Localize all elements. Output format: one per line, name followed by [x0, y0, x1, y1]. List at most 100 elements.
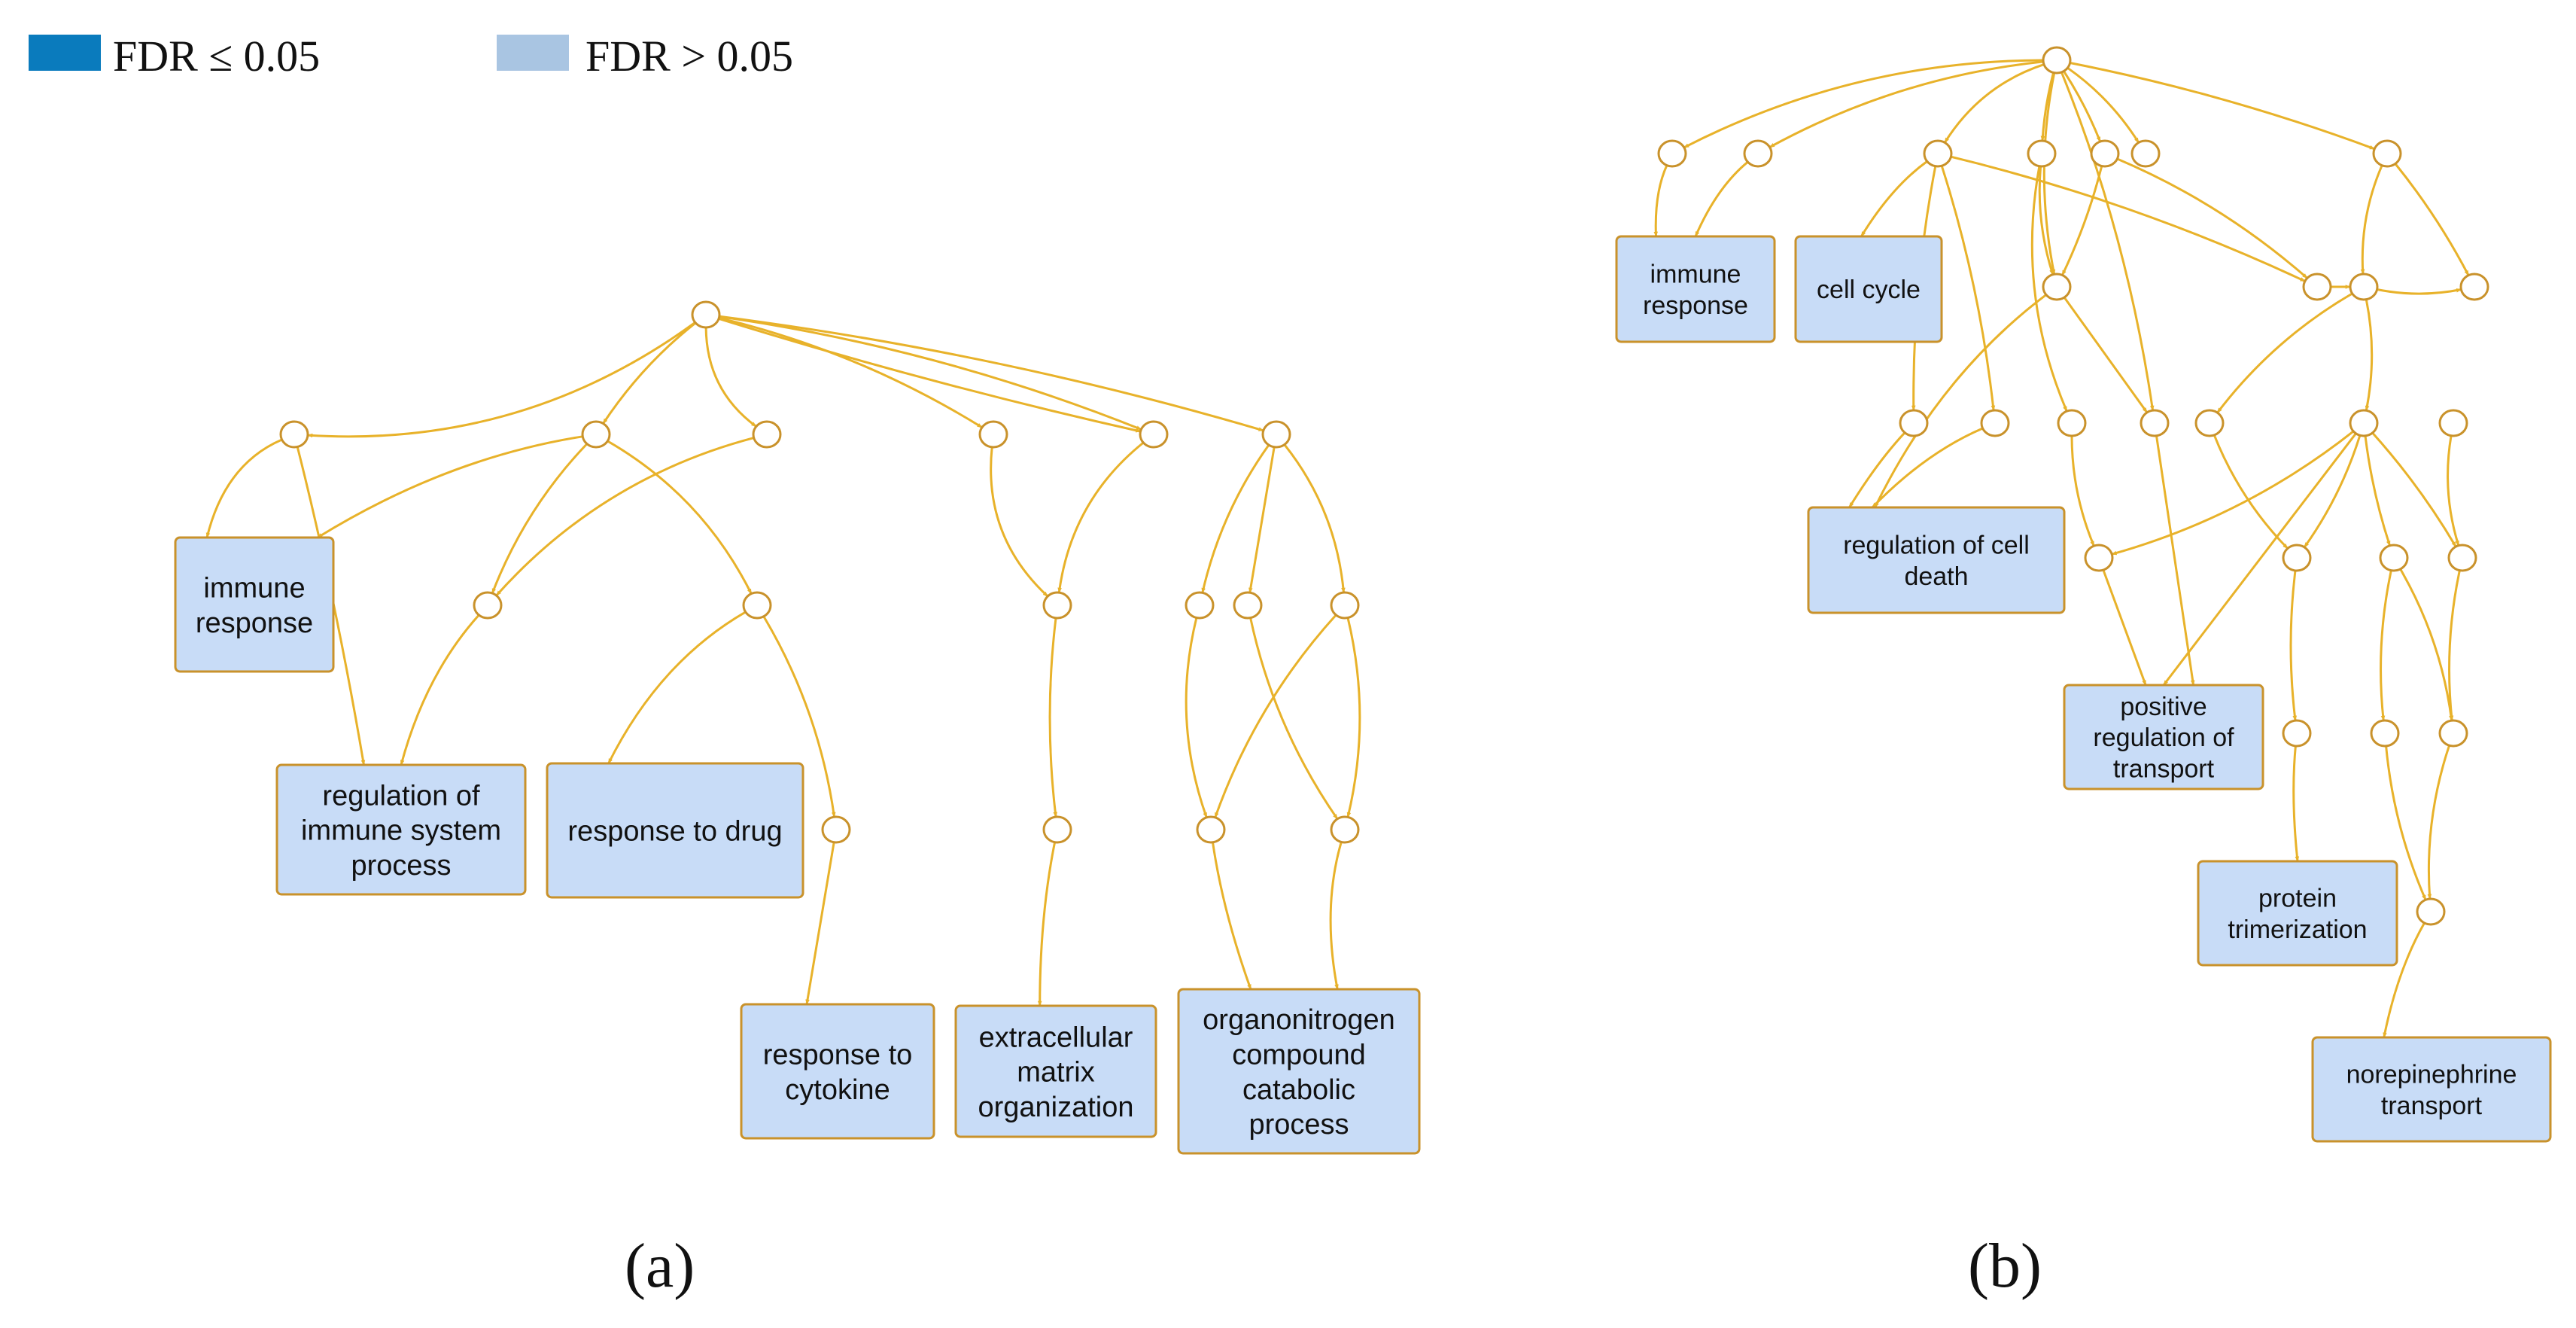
graph-node	[1330, 591, 1360, 620]
graph-node	[2438, 409, 2468, 437]
edge-B0-B6	[2067, 66, 2140, 144]
graph-node	[1923, 139, 1953, 168]
graph-node	[2438, 719, 2468, 748]
edge-B17-B20	[2303, 434, 2362, 548]
graph-node	[2447, 544, 2477, 572]
edge-B17-B22	[2371, 431, 2457, 547]
edge-A2-A8	[607, 440, 753, 595]
edge-B24-B26	[2385, 745, 2427, 900]
edge-B10-B16	[2216, 292, 2353, 414]
edge-B4-B8	[2038, 166, 2054, 276]
term-label-line: death	[1904, 562, 1968, 591]
graph-node	[1743, 139, 1773, 168]
term-label-line: cell cycle	[1817, 276, 1921, 304]
graph-node	[2459, 273, 2489, 301]
edge-B3-B13	[1940, 165, 1996, 411]
edge-B20-B23	[2289, 570, 2298, 721]
edge-B18-B22	[2447, 435, 2460, 547]
term-label-line: transport	[2381, 1092, 2483, 1120]
edge-B5-B9	[2116, 157, 2308, 279]
graph-node	[1185, 591, 1215, 620]
term-label-line: response	[196, 608, 313, 639]
edge-B13-b_regulation_cell_death	[1871, 427, 1984, 509]
edge-B26-b_norepinephrine	[2383, 922, 2425, 1038]
edge-A4-A9	[990, 446, 1049, 598]
term-label-line: compound	[1232, 1040, 1365, 1071]
graph-node	[752, 420, 782, 449]
term-label-line: catabolic	[1242, 1074, 1355, 1106]
graph-nodes	[279, 46, 2489, 926]
edge-A0-A6	[719, 315, 1264, 432]
edge-A10-A15	[1185, 617, 1208, 818]
edge-B0-B5	[2063, 70, 2102, 142]
term-label-line: cytokine	[785, 1074, 890, 1106]
graph-node	[1042, 815, 1072, 844]
legend-swatch-significant	[29, 35, 101, 71]
term-label-line: regulation of	[2093, 723, 2234, 752]
edge-B2-b_immune_response	[1694, 161, 1749, 237]
term-label-line: response to drug	[567, 816, 782, 848]
edge-B12-b_regulation_cell_death	[1848, 431, 1906, 508]
graph-node	[2042, 46, 2072, 75]
edge-B0-B4	[2040, 72, 2055, 142]
edge-B25-B26	[2427, 745, 2451, 900]
term-label-line: response	[1643, 291, 1748, 320]
edge-A8-a_response_drug	[607, 611, 747, 764]
edge-A7-a_regulation_immune	[400, 614, 480, 766]
edge-A0-A1	[307, 321, 696, 438]
edge-B23-b_protein_trimerization	[2292, 745, 2300, 862]
edge-A12-A15	[1214, 614, 1337, 818]
term-box-b-cell-cycle: cell cycle	[1794, 235, 1943, 343]
edge-A6-A10	[1201, 444, 1270, 594]
term-label-line: protein	[2258, 885, 2337, 913]
graph-node	[691, 300, 721, 329]
edge-B7-B10	[2360, 165, 2383, 275]
term-box-rect	[275, 763, 527, 896]
edge-A15-a_organonitrogen	[1212, 842, 1252, 990]
term-label-line: immune	[203, 573, 305, 605]
edge-B0-B2	[1769, 60, 2044, 148]
edge-A6-A11	[1248, 446, 1276, 593]
graph-node	[1139, 420, 1169, 449]
graph-node	[1261, 420, 1291, 449]
edge-B17-b_positive_regulation	[2162, 432, 2357, 686]
edge-A9-A14	[1048, 617, 1058, 818]
term-label-line: regulation of	[322, 780, 480, 812]
graph-node	[279, 420, 309, 449]
graph-node	[1899, 409, 1929, 437]
edge-A2-a_immune_response	[317, 435, 583, 539]
edge-B7-B11	[2394, 163, 2470, 276]
edge-B14-B19	[2070, 435, 2095, 547]
graph-node	[2370, 719, 2400, 748]
term-label-line: trimerization	[2228, 915, 2367, 944]
edge-B1-b_immune_response	[1653, 164, 1668, 237]
term-label-line: immune	[1650, 260, 1741, 289]
legend-label-significant: FDR ≤ 0.05	[113, 32, 321, 81]
panel-label-b: (b)	[1968, 1231, 2042, 1301]
term-label-line: organization	[978, 1092, 1133, 1123]
edges	[205, 59, 2470, 1038]
term-box-rect	[174, 536, 335, 673]
graph-node	[1657, 139, 1687, 168]
term-label-line: process	[1248, 1109, 1349, 1141]
graph-node	[2372, 139, 2402, 168]
legend-swatch-not-significant	[497, 35, 569, 71]
graph-node	[2084, 544, 2114, 572]
edge-B3-b_cell_cycle	[1860, 160, 1928, 237]
term-label-line: extracellular	[979, 1022, 1133, 1053]
edge-A6-A12	[1283, 443, 1346, 593]
term-label-line: response to	[763, 1040, 913, 1071]
edge-B5-B8	[2061, 166, 2103, 276]
term-box-rect	[546, 762, 804, 899]
term-box-rect	[1177, 988, 1421, 1155]
graph-node	[2379, 544, 2409, 572]
